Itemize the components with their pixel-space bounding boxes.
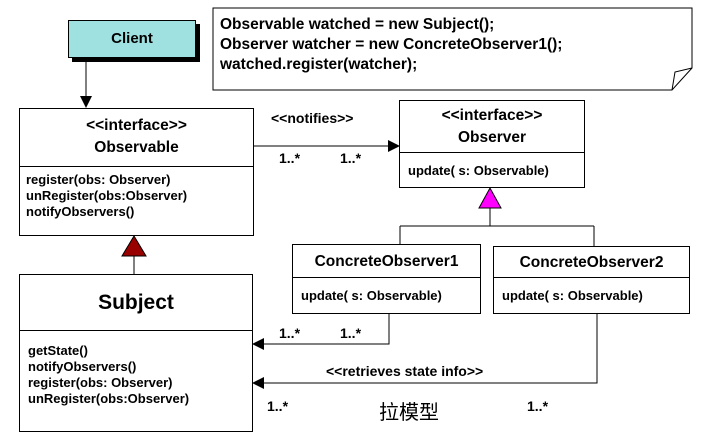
multiplicity-label: 1..* [267, 398, 289, 414]
multiplicity-label: 1..* [279, 150, 301, 166]
observer-operations: update( s: Observable) [400, 153, 584, 179]
operation: notifyObservers() [26, 204, 135, 219]
concrete-observer-2-class: ConcreteObserver2 update( s: Observable) [493, 246, 690, 314]
note-line: Observable watched = new Subject(); [220, 16, 495, 33]
generalization-triangle [121, 235, 147, 257]
client-class: Client [68, 20, 196, 58]
notifies-arrowhead [388, 140, 400, 152]
operation: update( s: Observable) [301, 288, 442, 303]
observable-stereotype: <<interface>> [86, 117, 187, 134]
concrete-observer-2-operations: update( s: Observable) [494, 278, 689, 304]
multiplicity-label: 1..* [340, 325, 362, 341]
retrieves-line [264, 314, 598, 384]
notifies-label: <<notifies>> [271, 110, 354, 126]
concrete-observer-2-name: ConcreteObserver2 [519, 254, 664, 271]
retrieves-label: <<retrieves state info>> [326, 363, 484, 379]
note-fold [671, 67, 693, 91]
note-line: watched.register(watcher); [220, 56, 418, 73]
operation: update( s: Observable) [408, 163, 549, 178]
c1-subject-line [264, 314, 390, 345]
concrete-observer-1-operations: update( s: Observable) [293, 278, 480, 304]
pull-model-label: 拉模型 [379, 400, 439, 424]
observer-interface: <<interface>> Observer update( s: Observ… [399, 100, 585, 188]
operation: unRegister(obs:Observer) [28, 391, 190, 406]
operation: update( s: Observable) [502, 288, 643, 303]
operation: notifyObservers() [28, 359, 137, 374]
observer-stereotype: <<interface>> [441, 107, 543, 124]
retrieves-arrowhead [252, 377, 264, 389]
observable-interface: <<interface>> Observable register(obs: O… [19, 108, 254, 236]
operation: register(obs: Observer) [28, 375, 173, 390]
observable-name: Observable [94, 139, 179, 156]
concrete-observer-1-header: ConcreteObserver1 [293, 245, 480, 278]
observable-header: <<interface>> Observable [20, 109, 253, 167]
operation: unRegister(obs:Observer) [26, 188, 188, 203]
multiplicity-label: 1..* [340, 150, 362, 166]
client-name: Client [111, 30, 153, 47]
operation: register(obs: Observer) [26, 172, 171, 187]
observer-header: <<interface>> Observer [400, 101, 584, 153]
multiplicity-label: 1..* [279, 325, 301, 341]
c1-subject-arrowhead [252, 338, 264, 350]
subject-operations: getState() notifyObservers() register(ob… [20, 331, 252, 407]
multiplicity-label: 1..* [527, 398, 549, 414]
observer-name: Observer [457, 129, 527, 146]
client-dependency-arrowhead [80, 96, 92, 108]
realization-triangle [478, 186, 502, 209]
note-outline [212, 7, 693, 91]
note-line: Observer watcher = new ConcreteObserver1… [220, 36, 563, 53]
subject-name: Subject [98, 291, 174, 314]
subject-header: Subject [20, 275, 252, 331]
code-note: Observable watched = new Subject(); Obse… [220, 15, 690, 75]
operation: getState() [28, 343, 88, 358]
subject-class: Subject getState() notifyObservers() reg… [19, 274, 253, 432]
concrete-observer-1-name: ConcreteObserver1 [314, 253, 459, 270]
concrete-observer-2-header: ConcreteObserver2 [494, 247, 689, 278]
observable-operations: register(obs: Observer) unRegister(obs:O… [20, 167, 253, 220]
concrete-observer-1-class: ConcreteObserver1 update( s: Observable) [292, 244, 481, 314]
